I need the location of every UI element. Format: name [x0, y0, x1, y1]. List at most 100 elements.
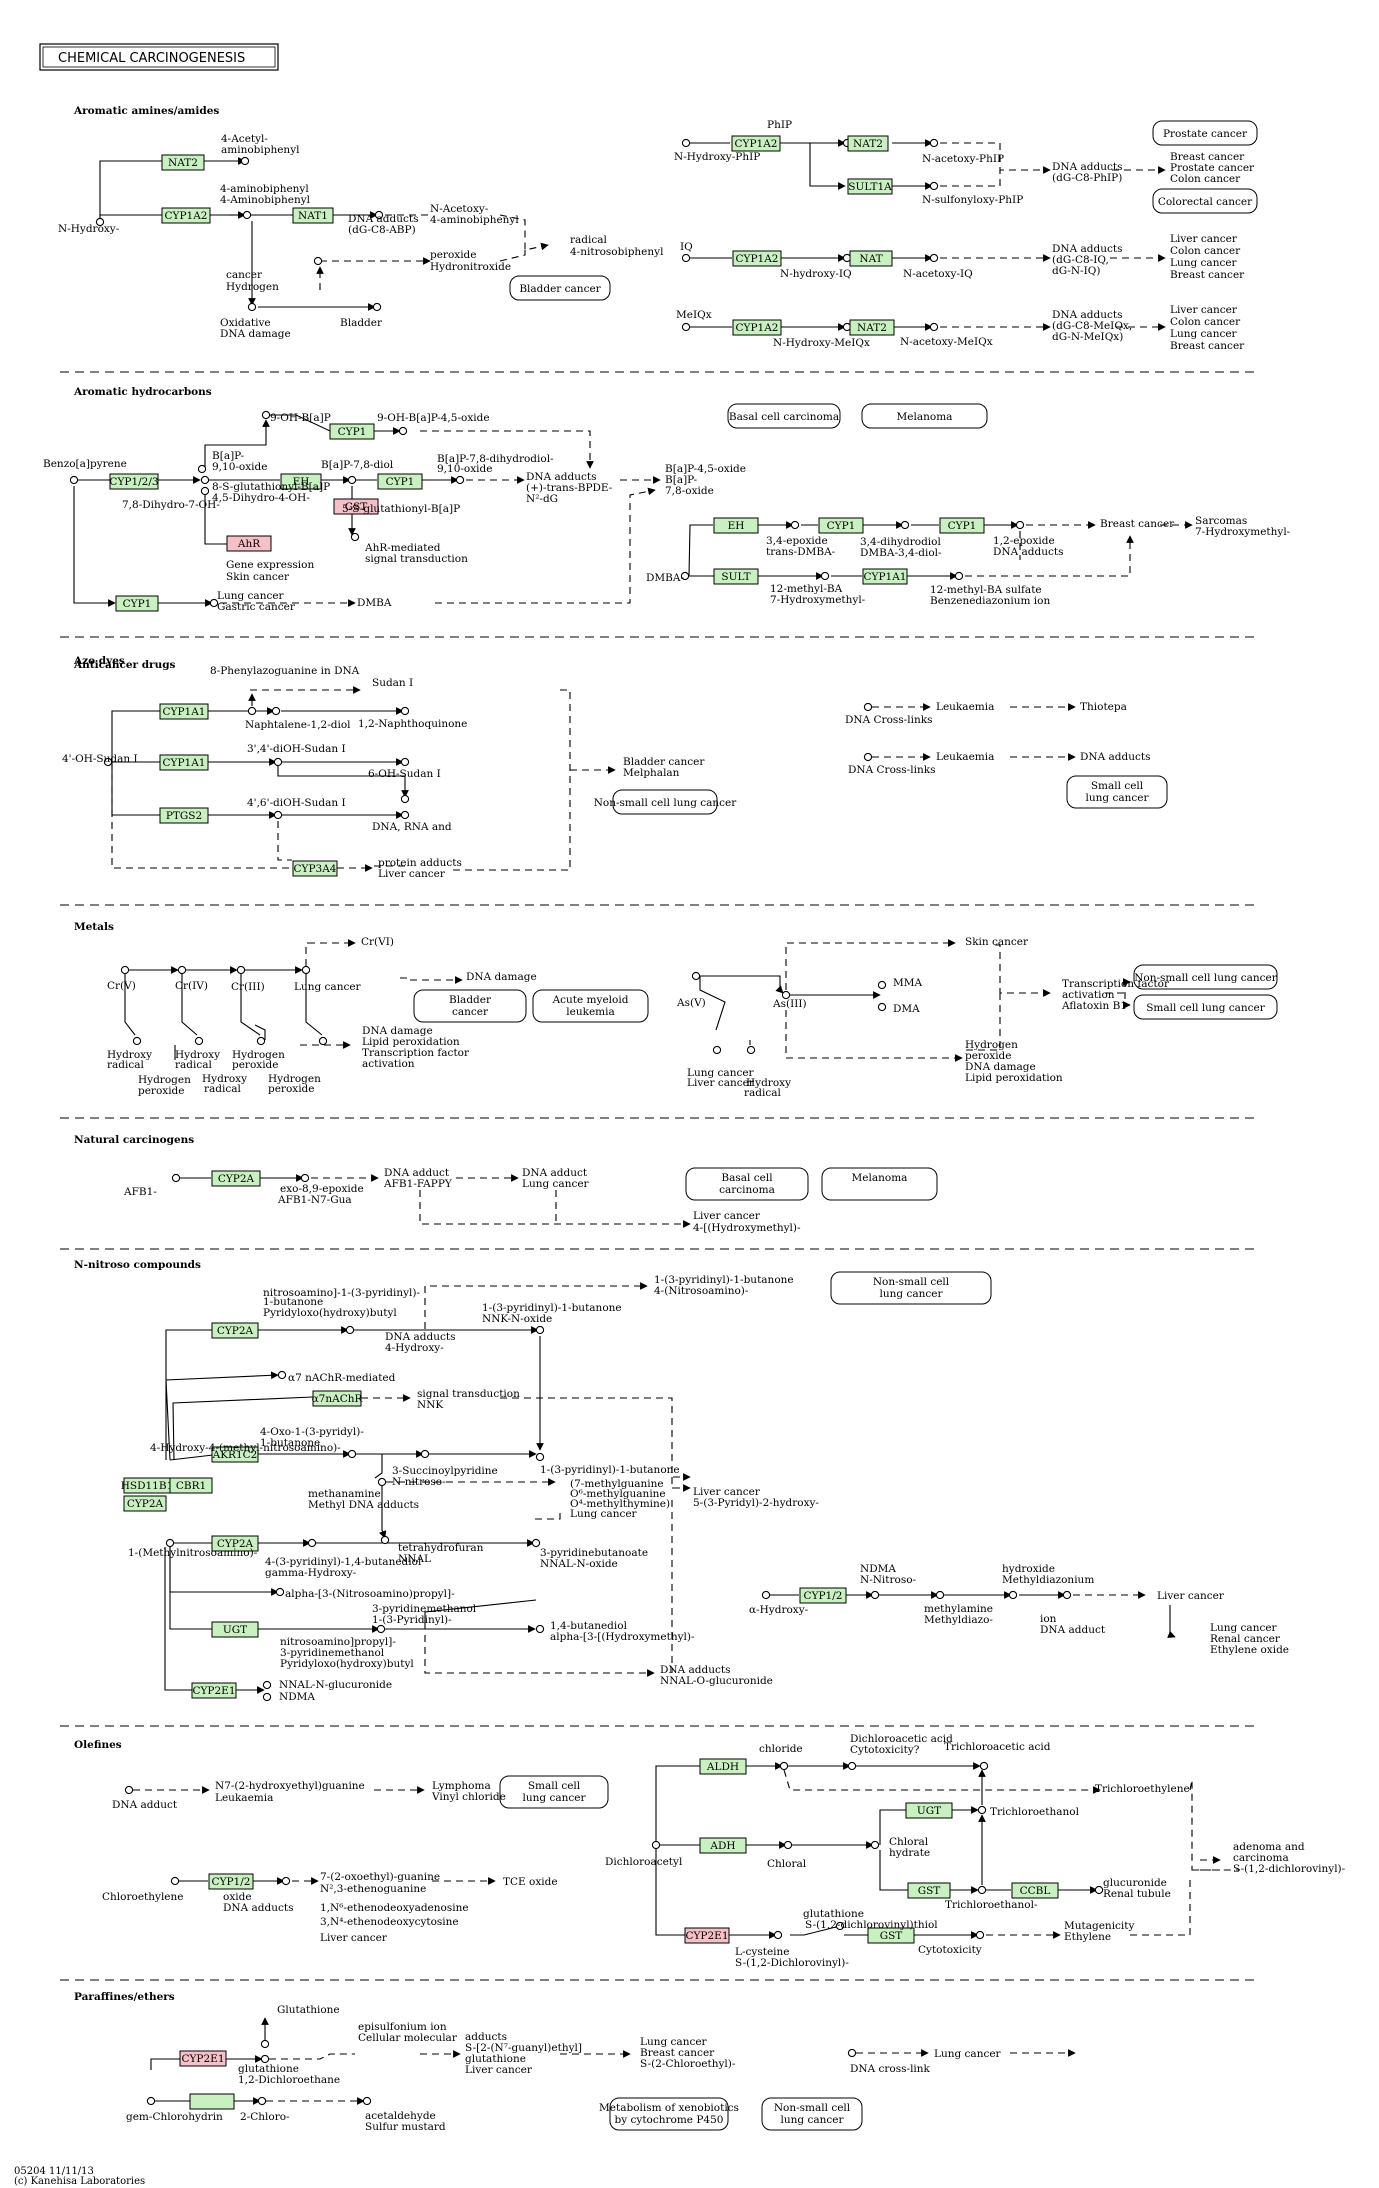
gene-box-ugt[interactable]: UGT — [211, 1621, 259, 1638]
compound-node[interactable] — [380, 1535, 390, 1545]
gene-box-cyp2e1[interactable]: CYP2E1 — [684, 1927, 730, 1944]
compound-node[interactable] — [350, 532, 360, 542]
compound-node[interactable] — [376, 1624, 386, 1634]
compound-node[interactable] — [535, 1452, 545, 1462]
gene-box-cyp1[interactable]: CYP1 — [939, 517, 985, 534]
compound-node[interactable] — [240, 156, 250, 166]
gene-box-undefined[interactable] — [189, 2093, 235, 2110]
compound-node[interactable] — [863, 752, 873, 762]
compound-node[interactable] — [400, 810, 410, 820]
compound-node[interactable] — [171, 1173, 181, 1183]
disease-box-melanoma[interactable]: Melanoma — [861, 403, 988, 429]
compound-node[interactable] — [242, 210, 252, 220]
gene-box-ptgs2[interactable]: PTGS2 — [159, 807, 209, 824]
compound-node[interactable] — [132, 1036, 142, 1046]
gene-box-cyp1a2[interactable]: CYP1A2 — [161, 207, 211, 224]
compound-node[interactable] — [372, 302, 382, 312]
gene-box-cyp1a2[interactable]: CYP1A2 — [731, 135, 781, 152]
compound-node[interactable] — [877, 1002, 887, 1012]
compound-node[interactable] — [318, 1036, 328, 1046]
compound-node[interactable] — [863, 702, 873, 712]
compound-node[interactable] — [975, 1930, 985, 1940]
compound-node[interactable] — [420, 1449, 430, 1459]
compound-node[interactable] — [313, 256, 323, 266]
compound-node[interactable] — [194, 1036, 204, 1046]
gene-box-sult1a[interactable]: SULT1A — [847, 178, 893, 195]
gene-box-cyp1[interactable]: CYP1 — [377, 473, 423, 490]
gene-box-akr1c2[interactable]: AKR1C2 — [211, 1446, 259, 1463]
gene-box-cyp2a[interactable]: CYP2A — [211, 1535, 259, 1552]
compound-node[interactable] — [835, 1921, 845, 1931]
compound-node[interactable] — [103, 757, 113, 767]
gene-box-cyp2e1[interactable]: CYP2E1 — [179, 2050, 227, 2067]
compound-node[interactable] — [300, 1173, 310, 1183]
compound-node[interactable] — [170, 1876, 180, 1886]
compound-node[interactable] — [200, 475, 210, 485]
compound-node[interactable] — [277, 1370, 287, 1380]
compound-node[interactable] — [455, 475, 465, 485]
compound-node[interactable] — [271, 706, 281, 716]
compound-node[interactable] — [273, 810, 283, 820]
compound-node[interactable] — [929, 322, 939, 332]
gene-box-ccbl[interactable]: CCBL — [1011, 1882, 1059, 1899]
compound-node[interactable] — [262, 1680, 272, 1690]
compound-node[interactable] — [847, 1761, 857, 1771]
compound-node[interactable] — [681, 322, 691, 332]
compound-node[interactable] — [275, 1587, 285, 1597]
compound-node[interactable] — [1094, 1885, 1104, 1895]
compound-node[interactable] — [761, 1590, 771, 1600]
gene-box-adh[interactable]: ADH — [699, 1837, 747, 1854]
compound-node[interactable] — [261, 410, 271, 420]
compound-node[interactable] — [935, 1590, 945, 1600]
compound-node[interactable] — [374, 210, 384, 220]
gene-box-cbr1[interactable]: CBR1 — [169, 1477, 213, 1494]
compound-node[interactable] — [260, 2054, 270, 2064]
compound-node[interactable] — [929, 253, 939, 263]
compound-node[interactable] — [200, 486, 210, 496]
compound-node[interactable] — [95, 217, 105, 227]
gene-box-cyp1a1[interactable]: CYP1A1 — [159, 754, 209, 771]
compound-node[interactable] — [535, 1624, 545, 1634]
gene-box-eh[interactable]: EH — [713, 517, 759, 534]
compound-node[interactable] — [680, 571, 690, 581]
gene-box-cyp3a4[interactable]: CYP3A4 — [292, 860, 338, 877]
gene-box-gst[interactable]: GST — [333, 498, 379, 515]
compound-node[interactable] — [1015, 520, 1025, 530]
gene-box-ahr[interactable]: AhR — [226, 535, 272, 552]
compound-node[interactable] — [870, 1590, 880, 1600]
compound-node[interactable] — [779, 1761, 789, 1771]
compound-node[interactable] — [535, 1325, 545, 1335]
disease-box-non-small-cell-lung-cancer[interactable]: Non-small cell lung cancer — [594, 789, 738, 815]
compound-node[interactable] — [197, 464, 207, 474]
compound-node[interactable] — [177, 965, 187, 975]
compound-node[interactable] — [847, 2048, 857, 2058]
gene-box-7nachr[interactable]: α7nAChR — [312, 1390, 364, 1407]
compound-node[interactable] — [400, 757, 410, 767]
compound-node[interactable] — [691, 971, 701, 981]
compound-node[interactable] — [651, 1840, 661, 1850]
compound-node[interactable] — [712, 1045, 722, 1055]
compound-node[interactable] — [877, 980, 887, 990]
compound-node[interactable] — [773, 1930, 783, 1940]
compound-node[interactable] — [531, 1538, 541, 1548]
gene-box-cyp1-2-3[interactable]: CYP1/2/3 — [109, 473, 159, 490]
compound-node[interactable] — [929, 138, 939, 148]
compound-node[interactable] — [746, 1045, 756, 1055]
gene-box-cyp1-2[interactable]: CYP1/2 — [799, 1587, 847, 1604]
compound-node[interactable] — [247, 302, 257, 312]
gene-box-nat1[interactable]: NAT1 — [292, 207, 334, 224]
compound-node[interactable] — [870, 1840, 880, 1850]
gene-box-cyp2a[interactable]: CYP2A — [211, 1322, 259, 1339]
gene-box-gst[interactable]: GST — [867, 1927, 915, 1944]
gene-box-cyp2e1[interactable]: CYP2E1 — [191, 1682, 237, 1699]
disease-box-colorectal-cancer[interactable]: Colorectal cancer — [1152, 188, 1258, 214]
compound-node[interactable] — [781, 990, 791, 1000]
compound-node[interactable] — [977, 1885, 987, 1895]
compound-node[interactable] — [257, 2096, 267, 2106]
compound-node[interactable] — [307, 1538, 317, 1548]
